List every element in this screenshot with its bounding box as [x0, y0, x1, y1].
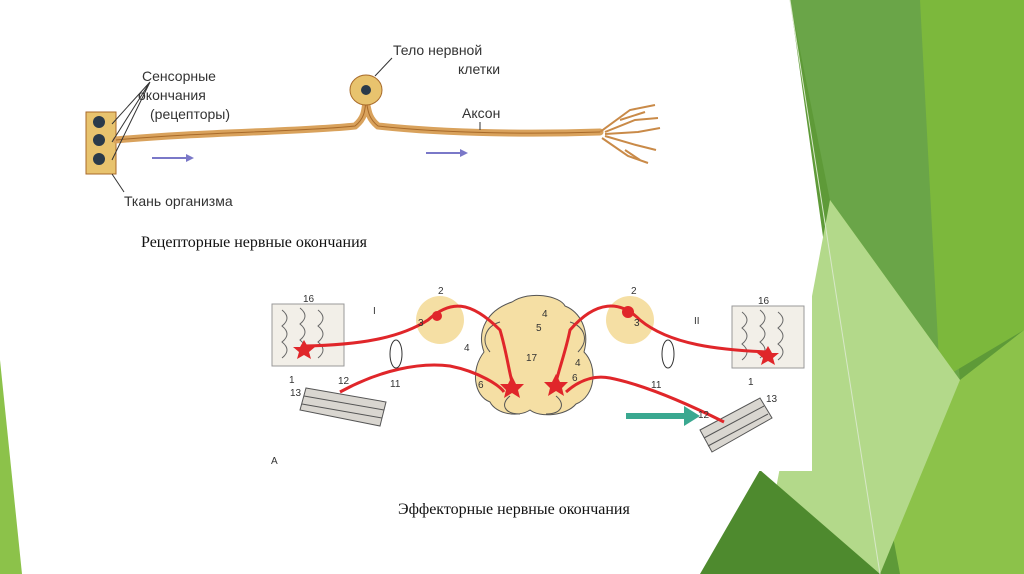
label-roman-2: II — [694, 316, 700, 327]
label-2-right: 2 — [631, 286, 637, 297]
label-3-left: 3 — [418, 318, 424, 329]
neuron-marker — [432, 311, 442, 321]
label-11-right: 11 — [651, 380, 662, 391]
label-12-left: 12 — [338, 376, 350, 387]
label-12-right: 12 — [698, 410, 710, 421]
neuron-marker — [622, 306, 634, 318]
label-2-left: 2 — [438, 286, 444, 297]
label-11-left: 11 — [390, 379, 401, 390]
label-13-right: 13 — [766, 394, 778, 405]
label-4-left: 4 — [464, 343, 470, 354]
label-1-right: 1 — [748, 377, 754, 388]
label-13-left: 13 — [290, 388, 302, 399]
label-5: 5 — [536, 323, 542, 334]
effector-caption: Эффекторные нервные окончания — [398, 501, 630, 519]
receptor-caption: Рецепторные нервные окончания — [141, 234, 367, 252]
label-3-right: 3 — [634, 318, 640, 329]
label-16-left: 16 — [303, 294, 315, 305]
label-4-mid: 4 — [542, 309, 548, 320]
label-roman-1: I — [373, 306, 376, 317]
label-1-left: 1 — [289, 375, 295, 386]
label-16-right: 16 — [758, 296, 770, 307]
label-4-right: 4 — [575, 358, 581, 369]
ganglion-right — [606, 296, 654, 344]
label-17: 17 — [526, 353, 538, 364]
label-6-right: 6 — [572, 373, 578, 384]
label-6-left: 6 — [478, 380, 484, 391]
label-a: A — [271, 456, 278, 467]
